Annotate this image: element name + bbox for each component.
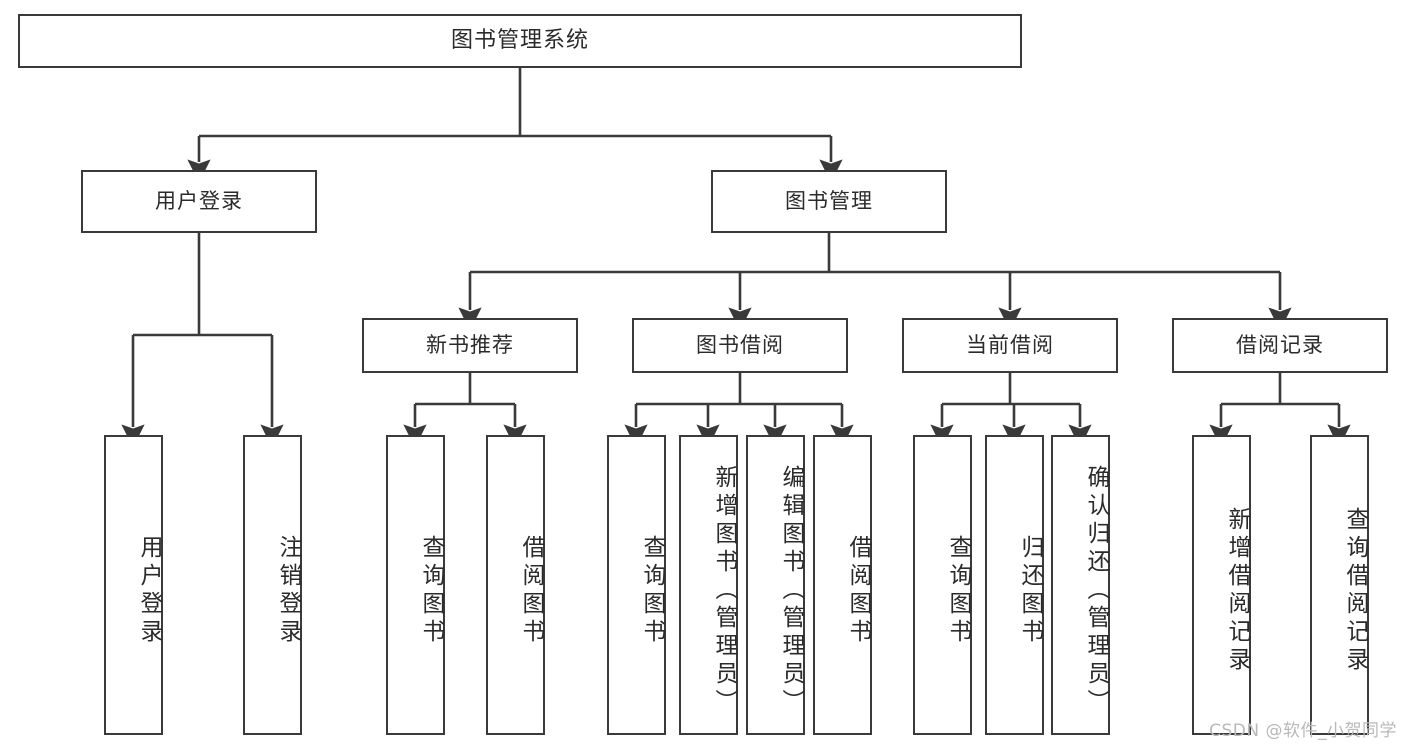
- node-label: 确认归还（管理员）: [1083, 465, 1109, 717]
- leaf-cb-query-book[interactable]: 查询图书: [913, 435, 972, 735]
- node-book-borrow[interactable]: 图书借阅: [632, 318, 848, 373]
- node-label: 查询图书: [945, 535, 971, 647]
- node-label: 新增借阅记录: [1224, 507, 1250, 675]
- node-label: 新书推荐: [426, 332, 514, 357]
- node-label: 查询图书: [418, 535, 444, 647]
- node-book-management[interactable]: 图书管理: [711, 170, 947, 233]
- node-label: 归还图书: [1017, 535, 1043, 647]
- node-label: 图书借阅: [696, 332, 784, 357]
- csdn-watermark: CSDN @软件_小贺同学: [1209, 721, 1397, 741]
- node-new-book-recommendation[interactable]: 新书推荐: [362, 318, 578, 373]
- node-current-borrow[interactable]: 当前借阅: [902, 318, 1118, 373]
- node-user-login[interactable]: 用户登录: [81, 170, 317, 233]
- leaf-bb-edit-book[interactable]: 编辑图书（管理员）: [746, 435, 805, 735]
- leaf-bb-query-book[interactable]: 查询图书: [607, 435, 666, 735]
- node-borrow-record[interactable]: 借阅记录: [1172, 318, 1388, 373]
- leaf-logout[interactable]: 注销登录: [243, 435, 302, 735]
- leaf-bb-borrow-book[interactable]: 借阅图书: [813, 435, 872, 735]
- node-label: 新增图书（管理员）: [711, 465, 737, 717]
- node-label: 借阅图书: [845, 535, 871, 647]
- node-label: 图书管理系统: [450, 27, 589, 53]
- node-label: 编辑图书（管理员）: [778, 465, 804, 717]
- leaf-bb-add-book[interactable]: 新增图书（管理员）: [679, 435, 738, 735]
- node-label: 图书管理: [785, 188, 873, 213]
- leaf-cb-return-book[interactable]: 归还图书: [985, 435, 1044, 735]
- leaf-nbr-borrow-book[interactable]: 借阅图书: [486, 435, 545, 735]
- node-label: 当前借阅: [966, 332, 1054, 357]
- leaf-br-add-record[interactable]: 新增借阅记录: [1192, 435, 1251, 735]
- leaf-cb-confirm-return[interactable]: 确认归还（管理员）: [1051, 435, 1110, 735]
- node-label: 注销登录: [275, 535, 301, 647]
- leaf-nbr-query-book[interactable]: 查询图书: [386, 435, 445, 735]
- leaf-br-query-record[interactable]: 查询借阅记录: [1310, 435, 1369, 735]
- node-label: 借阅记录: [1236, 332, 1324, 357]
- node-label: 借阅图书: [518, 535, 544, 647]
- node-label: 查询图书: [639, 535, 665, 647]
- node-label: 用户登录: [136, 535, 162, 647]
- node-label: 查询借阅记录: [1342, 507, 1368, 675]
- node-label: 用户登录: [155, 188, 243, 213]
- node-root-system[interactable]: 图书管理系统: [18, 14, 1022, 68]
- leaf-user-login[interactable]: 用户登录: [104, 435, 163, 735]
